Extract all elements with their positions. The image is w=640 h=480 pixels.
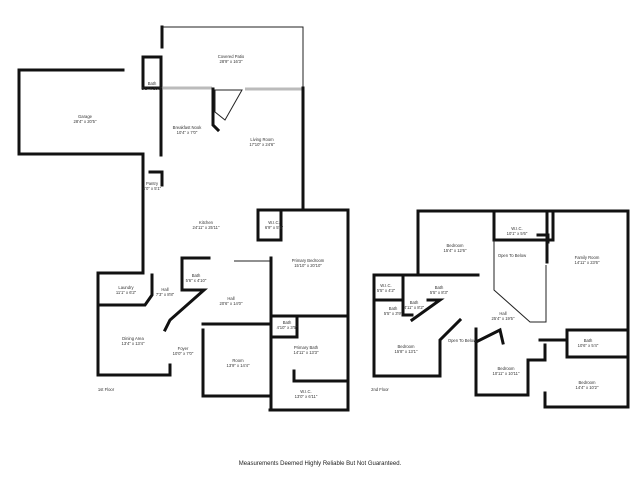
room-dimensions: 4'10" x 3'5"	[277, 325, 298, 330]
room-dimensions: 14'4" x 10'2"	[576, 385, 599, 390]
disclaimer-footer: Measurements Deemed Highly Reliable But …	[239, 461, 402, 467]
room-name: Room	[232, 358, 244, 363]
room-name: W.I.C.	[300, 389, 311, 394]
room-dimensions: 10'6" x 5'4"	[578, 343, 599, 348]
room-name: W.I.C.	[268, 220, 279, 225]
room-name: Hall	[499, 311, 506, 316]
room-dimensions: 11'1" x 6'2"	[116, 290, 137, 295]
floor1-title: 1st Floor	[98, 387, 115, 392]
room-dimensions: 7'3" x 8'8"	[156, 292, 175, 297]
room-name: Family Room	[575, 255, 600, 260]
room-name: Pantry	[146, 181, 159, 186]
room-name: Bath	[148, 81, 157, 86]
floor2-title: 2nd Floor	[371, 387, 389, 392]
room-dimensions: 28'9" x 16'3"	[220, 59, 243, 64]
room-name: W.I.C.	[380, 283, 391, 288]
room-name: Bath	[283, 320, 292, 325]
room-dimensions: 10'11" x 10'11"	[492, 371, 520, 376]
room-name: Primary Bath	[294, 345, 319, 350]
room-dimensions: 14'11" x 13'3"	[294, 350, 319, 355]
room-dimensions: 24'11" x 25'11"	[192, 225, 220, 230]
room-name: Bath	[192, 273, 201, 278]
room-dimensions: 4'0" x 5'1"	[143, 186, 162, 191]
room-name: Hall	[227, 296, 234, 301]
room-dimensions: 6'9" x 5'6"	[265, 225, 284, 230]
room-name: Hall	[161, 287, 168, 292]
room-name: Open To Below	[448, 338, 477, 343]
room-name: Open To Below	[498, 253, 527, 258]
room-name: Primary Bedroom	[292, 258, 325, 263]
room-dimensions: 15'10" x 20'10"	[294, 263, 322, 268]
room-dimensions: 5'5" x 4'2"	[377, 288, 396, 293]
room-name: Bath	[584, 338, 593, 343]
room-dimensions: 10'4" x 7'0"	[177, 130, 198, 135]
room-dimensions: 10'1" x 5'6"	[507, 231, 528, 236]
room-name: Dining Area	[122, 336, 144, 341]
room-dimensions: 5'6" x 4'10"	[186, 278, 207, 283]
room-name: Laundry	[118, 285, 134, 290]
room-dimensions: 13'0" x 6'11"	[295, 394, 318, 399]
room-dimensions: 17'10" x 24'6"	[249, 142, 275, 147]
floor2-walls	[372, 209, 630, 409]
room-dimensions: 5'5" x 8'3"	[430, 290, 449, 295]
room-name: Kitchen	[199, 220, 214, 225]
room-name: Covered Patio	[218, 54, 245, 59]
floor1-walls	[17, 25, 350, 412]
room-name: Bath	[435, 285, 444, 290]
room-name: Bath	[410, 300, 419, 305]
room-name: W.I.C.	[511, 226, 522, 231]
room-dimensions: 13'9" x 14'4"	[227, 363, 250, 368]
room-dimensions: 15'8" x 13'1"	[395, 349, 418, 354]
room-dimensions: 14'11" x 23'6"	[575, 260, 600, 265]
room-dimensions: 13'4" x 13'4"	[122, 341, 145, 346]
room-name: Bath	[389, 306, 398, 311]
room-dimensions: 20'6" x 14'0"	[220, 301, 243, 306]
room-name: Bedroom	[498, 366, 516, 371]
room-name: Living Room	[250, 137, 274, 142]
room-name: Garage	[78, 114, 93, 119]
room-name: Bedroom	[447, 243, 465, 248]
room-dimensions: 10'0" x 7'0"	[173, 351, 194, 356]
room-name: Foyer	[178, 346, 189, 351]
room-name: Bedroom	[398, 344, 416, 349]
room-dimensions: 5'5" x 3'9"	[384, 311, 403, 316]
room-dimensions: 4'11" x 8'2"	[404, 305, 425, 310]
room-name: Breakfast Nook	[173, 125, 203, 130]
room-dimensions: 15'4" x 12'6"	[444, 248, 467, 253]
room-dimensions: 25'4" x 19'5"	[492, 316, 515, 321]
room-dimensions: 5'1" x 10'2"	[142, 86, 163, 91]
room-name: Bedroom	[579, 380, 597, 385]
room-dimensions: 28'4" x 20'5"	[74, 119, 97, 124]
